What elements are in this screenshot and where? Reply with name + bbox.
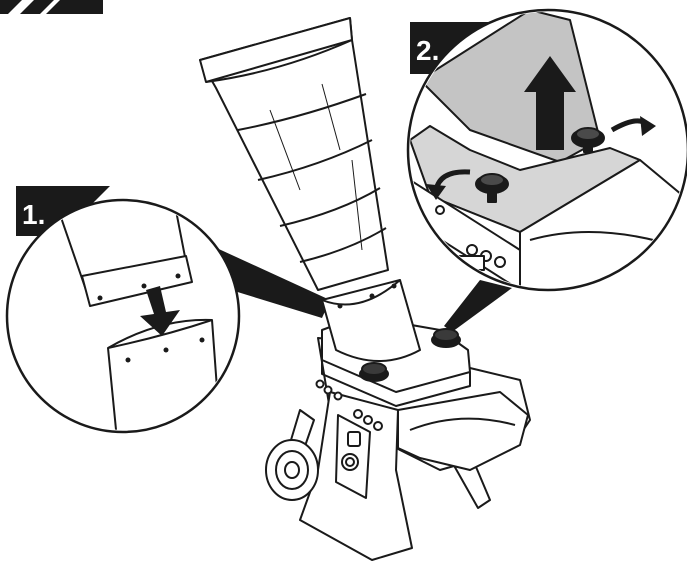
knob-rear: [571, 127, 605, 153]
shredder-machine: [199, 17, 531, 561]
insert-arrow-icon: [140, 286, 180, 336]
corner-logo: [0, 0, 103, 14]
callout-2-pointer: [444, 280, 512, 332]
knob-front: [475, 173, 509, 203]
callout-2: 2.: [406, 8, 687, 292]
step-2-label: 2.: [416, 35, 439, 66]
locking-knob-left: [359, 362, 389, 382]
locking-knob-right: [431, 328, 461, 348]
step-1-label: 1.: [22, 199, 45, 230]
step-1-badge: [16, 186, 110, 236]
callout-1: 1.: [5, 186, 241, 434]
callout-1-pointer: [205, 245, 330, 318]
lift-arrow-icon: [524, 56, 576, 150]
